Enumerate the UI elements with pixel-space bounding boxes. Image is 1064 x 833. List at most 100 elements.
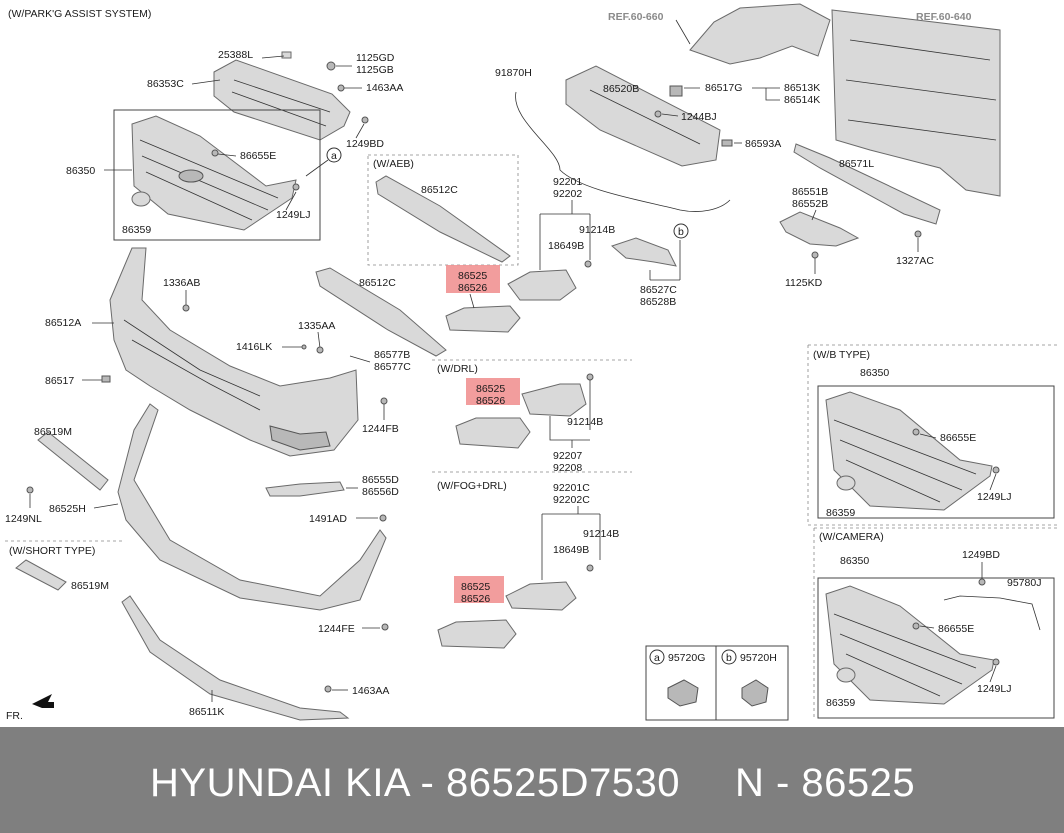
label-18649b-fog: 18649B — [553, 544, 589, 556]
grille-86512c-shape — [315, 267, 447, 357]
label-1249lj-cam: 1249LJ — [977, 683, 1011, 695]
grille-box — [113, 109, 321, 241]
lip-86525h-shape — [117, 403, 387, 611]
label-91214b-top: 91214B — [579, 224, 615, 236]
moulding-86555d-shape — [265, 481, 345, 497]
label-86517: 86517 — [45, 375, 74, 387]
highlight-86525-drl — [466, 378, 520, 405]
plate-86519m-short-shape — [15, 559, 67, 591]
camera-dashed — [813, 527, 1058, 720]
clip-25388l — [281, 51, 292, 59]
label-86512a: 86512A — [45, 317, 81, 329]
label-1249bd-cam: 1249BD — [962, 549, 1000, 561]
label-86359-wb: 86359 — [826, 507, 855, 519]
cover-86525-fog-shape — [437, 619, 517, 649]
bumper-exploded-diagram: (W/PARK'G ASSIST SYSTEM) 25388L 1125GD 1… — [5, 3, 1058, 722]
lamp-92201c-shape — [505, 581, 577, 611]
label-86517g: 86517G — [705, 82, 742, 94]
circle-b-top — [673, 223, 689, 239]
label-1249nl: 1249NL — [5, 513, 42, 525]
label-1125gd: 1125GD — [356, 52, 395, 64]
clip-86655e-cam — [912, 622, 920, 630]
label-86593a: 86593A — [745, 138, 781, 150]
sensor-legend-box — [645, 645, 789, 721]
footer-oem-number: N - 86525 — [735, 761, 916, 805]
clip-1491ad — [379, 514, 387, 522]
footer-bar: HYUNDAI KIA - 86525D7530 N - 86525 — [0, 727, 1064, 833]
carrier-ref-shape — [831, 9, 1001, 197]
emblem-86359-cam — [836, 667, 856, 683]
section-label-aeb: (W/AEB) — [373, 158, 414, 170]
label-1463aa-bot: 1463AA — [352, 685, 389, 697]
screw-1249bd-cam — [978, 578, 986, 586]
label-1249lj-top: 1249LJ — [276, 209, 310, 221]
clip-86655e — [211, 149, 219, 157]
camera-harness-95780j — [943, 595, 1041, 631]
label-86519m: 86519M — [34, 426, 72, 438]
clip-86655e-wb — [912, 428, 920, 436]
strip-86571l-shape — [793, 143, 941, 225]
label-92208: 92208 — [553, 462, 582, 474]
label-86551b: 86551B — [792, 186, 828, 198]
ref-60-660: REF.60-660 — [608, 11, 664, 23]
label-86552b: 86552B — [792, 198, 828, 210]
bolt-1125kd — [811, 251, 819, 259]
camera-grille-box — [817, 577, 1055, 719]
clip-1335aa — [316, 346, 324, 354]
clip-86593a — [721, 139, 733, 147]
aeb-dashed-box — [367, 154, 519, 266]
wb-type-dashed — [807, 344, 1058, 526]
wiring-91870h — [515, 91, 731, 212]
clip-1336ab — [182, 304, 190, 312]
label-86525-drl: 86525 — [476, 383, 505, 395]
circle-b-legend — [721, 649, 737, 665]
screw-1249lj-cam — [992, 658, 1000, 666]
label-86519m-short: 86519M — [71, 580, 109, 592]
label-86511k: 86511K — [189, 706, 224, 718]
screw-1249lj-wb — [992, 466, 1000, 474]
fender-ref-shape — [689, 3, 831, 65]
sensor-95720h-shape — [741, 679, 769, 707]
label-91214b-drl: 91214B — [567, 416, 603, 428]
label-1125gb: 1125GB — [356, 64, 394, 76]
grille-86350-shape — [131, 115, 297, 231]
label-1244fb: 1244FB — [362, 423, 399, 435]
section-label-drl: (W/DRL) — [437, 363, 478, 375]
screw-91214b-drl — [586, 373, 594, 381]
label-86525h: 86525H — [49, 503, 86, 515]
label-91214b-fog: 91214B — [583, 528, 619, 540]
screw-1249lj — [292, 183, 300, 191]
cover-86525-top-shape — [445, 305, 521, 333]
grille-86512c-aeb-shape — [375, 175, 511, 263]
label-1416lk: 1416LK — [236, 341, 272, 353]
clip-1416lk — [301, 344, 307, 350]
label-86514k: 86514K — [784, 94, 820, 106]
label-91870h: 91870H — [495, 67, 532, 79]
plate-86519m-shape — [37, 431, 109, 491]
lamp-92207-shape — [521, 383, 587, 417]
label-1249lj-wb: 1249LJ — [977, 491, 1011, 503]
label-92201c: 92201C — [553, 482, 590, 494]
label-1335aa: 1335AA — [298, 320, 335, 332]
label-95780j: 95780J — [1007, 577, 1041, 589]
screw-91214b-top — [584, 260, 592, 268]
label-1336ab: 1336AB — [163, 277, 200, 289]
direction-label: FR. — [6, 710, 23, 722]
label-86526-fog: 86526 — [461, 593, 490, 605]
label-92201: 92201 — [553, 176, 582, 188]
bolt-1125gd — [326, 61, 336, 71]
label-86526-drl: 86526 — [476, 395, 505, 407]
circle-a-top-label: a — [331, 150, 337, 162]
label-1491ad: 1491AD — [309, 513, 347, 525]
footer-part-number: HYUNDAI KIA - 86525D7530 — [150, 761, 681, 805]
label-86520b: 86520B — [603, 83, 639, 95]
label-86527c: 86527C — [640, 284, 677, 296]
label-86512c: 86512C — [359, 277, 396, 289]
label-1249bd: 1249BD — [346, 138, 384, 150]
sensor-95720g-shape — [667, 679, 699, 707]
clip-1463aa-bot — [324, 685, 332, 693]
label-86350-cam: 86350 — [840, 555, 869, 567]
label-86655e-wb: 86655E — [940, 432, 976, 444]
label-86350-top: 86350 — [66, 165, 95, 177]
cover-86525-drl-shape — [455, 417, 531, 449]
